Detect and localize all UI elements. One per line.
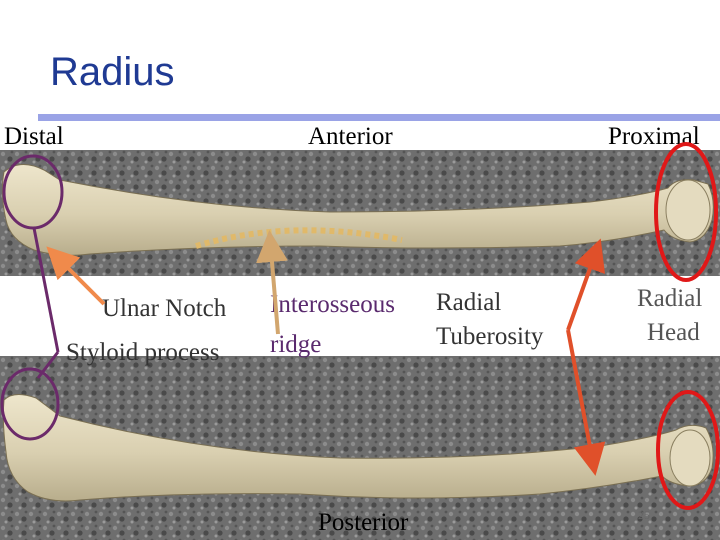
radial-head-bone (665, 179, 711, 241)
styloid-pointer-line (32, 227, 60, 353)
distal-label: Distal (4, 123, 64, 150)
styloid-pointer-line (36, 351, 60, 379)
anterior-label: Anterior (308, 123, 393, 150)
ulnar-notch-label: Ulnar Notch (102, 295, 227, 322)
styloid-circle-posterior (0, 367, 60, 441)
ridge-label: ridge (270, 331, 322, 358)
radial-tuberosity-label-line1: Radial (436, 289, 502, 316)
radial-tuberosity-arrow-anterior (566, 238, 605, 331)
radius-posterior-photo (0, 356, 720, 540)
radius-bone-anterior (1, 164, 714, 256)
radius-anterior-photo (0, 150, 720, 276)
radial-tuberosity-arrow-posterior (566, 329, 606, 476)
radial-tuberosity-label-line2: Tuberosity (436, 323, 544, 350)
posterior-label: Posterior (318, 509, 409, 536)
ulnar-notch-arrow (46, 246, 106, 306)
title-rule (38, 114, 720, 121)
interosseous-label: Interosseous (270, 291, 395, 318)
radial-head-label-line2: Head (647, 319, 700, 346)
interosseous-ridge-line (195, 227, 403, 249)
page-number: 25 (638, 508, 650, 522)
interosseous-arrow (256, 230, 288, 335)
radial-head-label-line1: Radial (637, 285, 703, 312)
radial-head-circle-anterior (654, 142, 718, 282)
radial-head-circle-posterior (656, 390, 720, 510)
styloid-circle-anterior (2, 154, 64, 230)
styloid-process-label: Styloid process (66, 339, 220, 366)
radial-head-bone (669, 429, 711, 487)
slide-title: Radius (50, 50, 175, 94)
